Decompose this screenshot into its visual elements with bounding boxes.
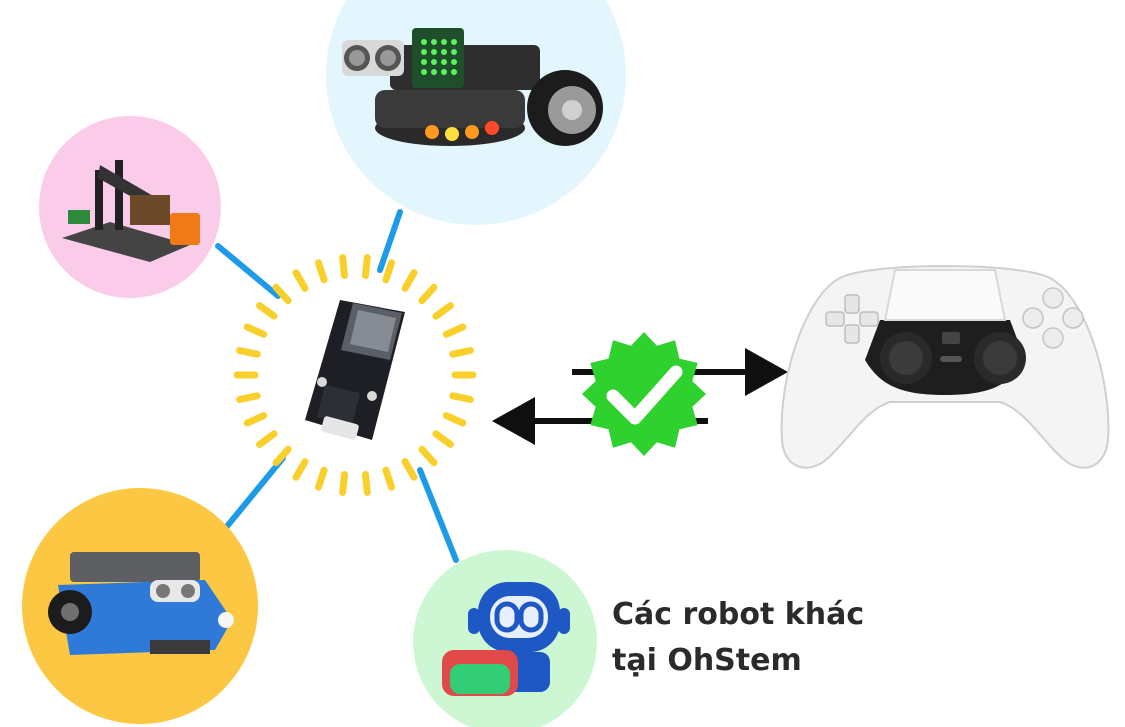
- caption-line-1: Các robot khác: [612, 597, 865, 632]
- esp32-hub: [233, 254, 477, 496]
- hub-ray: [382, 466, 395, 491]
- hub-ray: [315, 259, 328, 284]
- gamepad-icon: [780, 265, 1110, 469]
- hub-rays: [233, 254, 477, 496]
- hub-ray: [401, 269, 418, 292]
- hub-ray: [292, 269, 309, 292]
- robot-arm-icon: [62, 160, 200, 262]
- mbot-icon: [48, 552, 234, 655]
- hub-ray: [418, 445, 438, 467]
- hub-ray: [362, 471, 371, 496]
- hub-ray: [442, 323, 467, 338]
- arrow-to-hub-head: [492, 397, 535, 445]
- hub-ray: [339, 471, 348, 496]
- hub-ray: [401, 458, 418, 481]
- hub-ray: [432, 430, 454, 448]
- hub-ray: [292, 458, 309, 481]
- arrow-to-controller-head: [745, 348, 788, 396]
- hub-ray: [243, 323, 268, 338]
- hub-ray: [272, 283, 292, 305]
- hub-ray: [442, 412, 467, 427]
- hub-ray: [382, 259, 395, 284]
- caption-line-2: tại OhStem: [612, 643, 802, 678]
- hub-ray: [432, 302, 454, 320]
- connector-robot-car: [377, 209, 403, 273]
- robot-car-icon: [342, 28, 603, 146]
- connectors: [215, 209, 459, 563]
- hub-ray: [315, 466, 328, 491]
- hub-ray: [236, 347, 261, 358]
- hub-ray: [272, 445, 292, 467]
- connector-mbot: [221, 455, 286, 533]
- hub-ray: [243, 412, 268, 427]
- hub-ray: [449, 347, 474, 358]
- hub-ray: [256, 302, 278, 320]
- hub-ray: [449, 392, 474, 403]
- esp32-board-icon: [305, 300, 405, 440]
- connector-robot-arm: [215, 243, 281, 299]
- hub-ray: [418, 283, 438, 305]
- other-robots-node: [413, 550, 597, 727]
- verified-check-icon: [582, 332, 706, 456]
- robot-head-icon: [442, 582, 570, 696]
- hub-ray: [339, 254, 348, 279]
- robot-car-node: [326, 0, 626, 225]
- hub-ray: [236, 392, 261, 403]
- other-robots-caption: Các robot khác tại OhStem: [612, 592, 912, 684]
- hub-ray: [256, 430, 278, 448]
- hub-ray: [362, 254, 371, 279]
- mbot-node: [22, 488, 258, 724]
- connector-other-robots: [417, 467, 459, 563]
- robot-arm-node: [39, 116, 221, 298]
